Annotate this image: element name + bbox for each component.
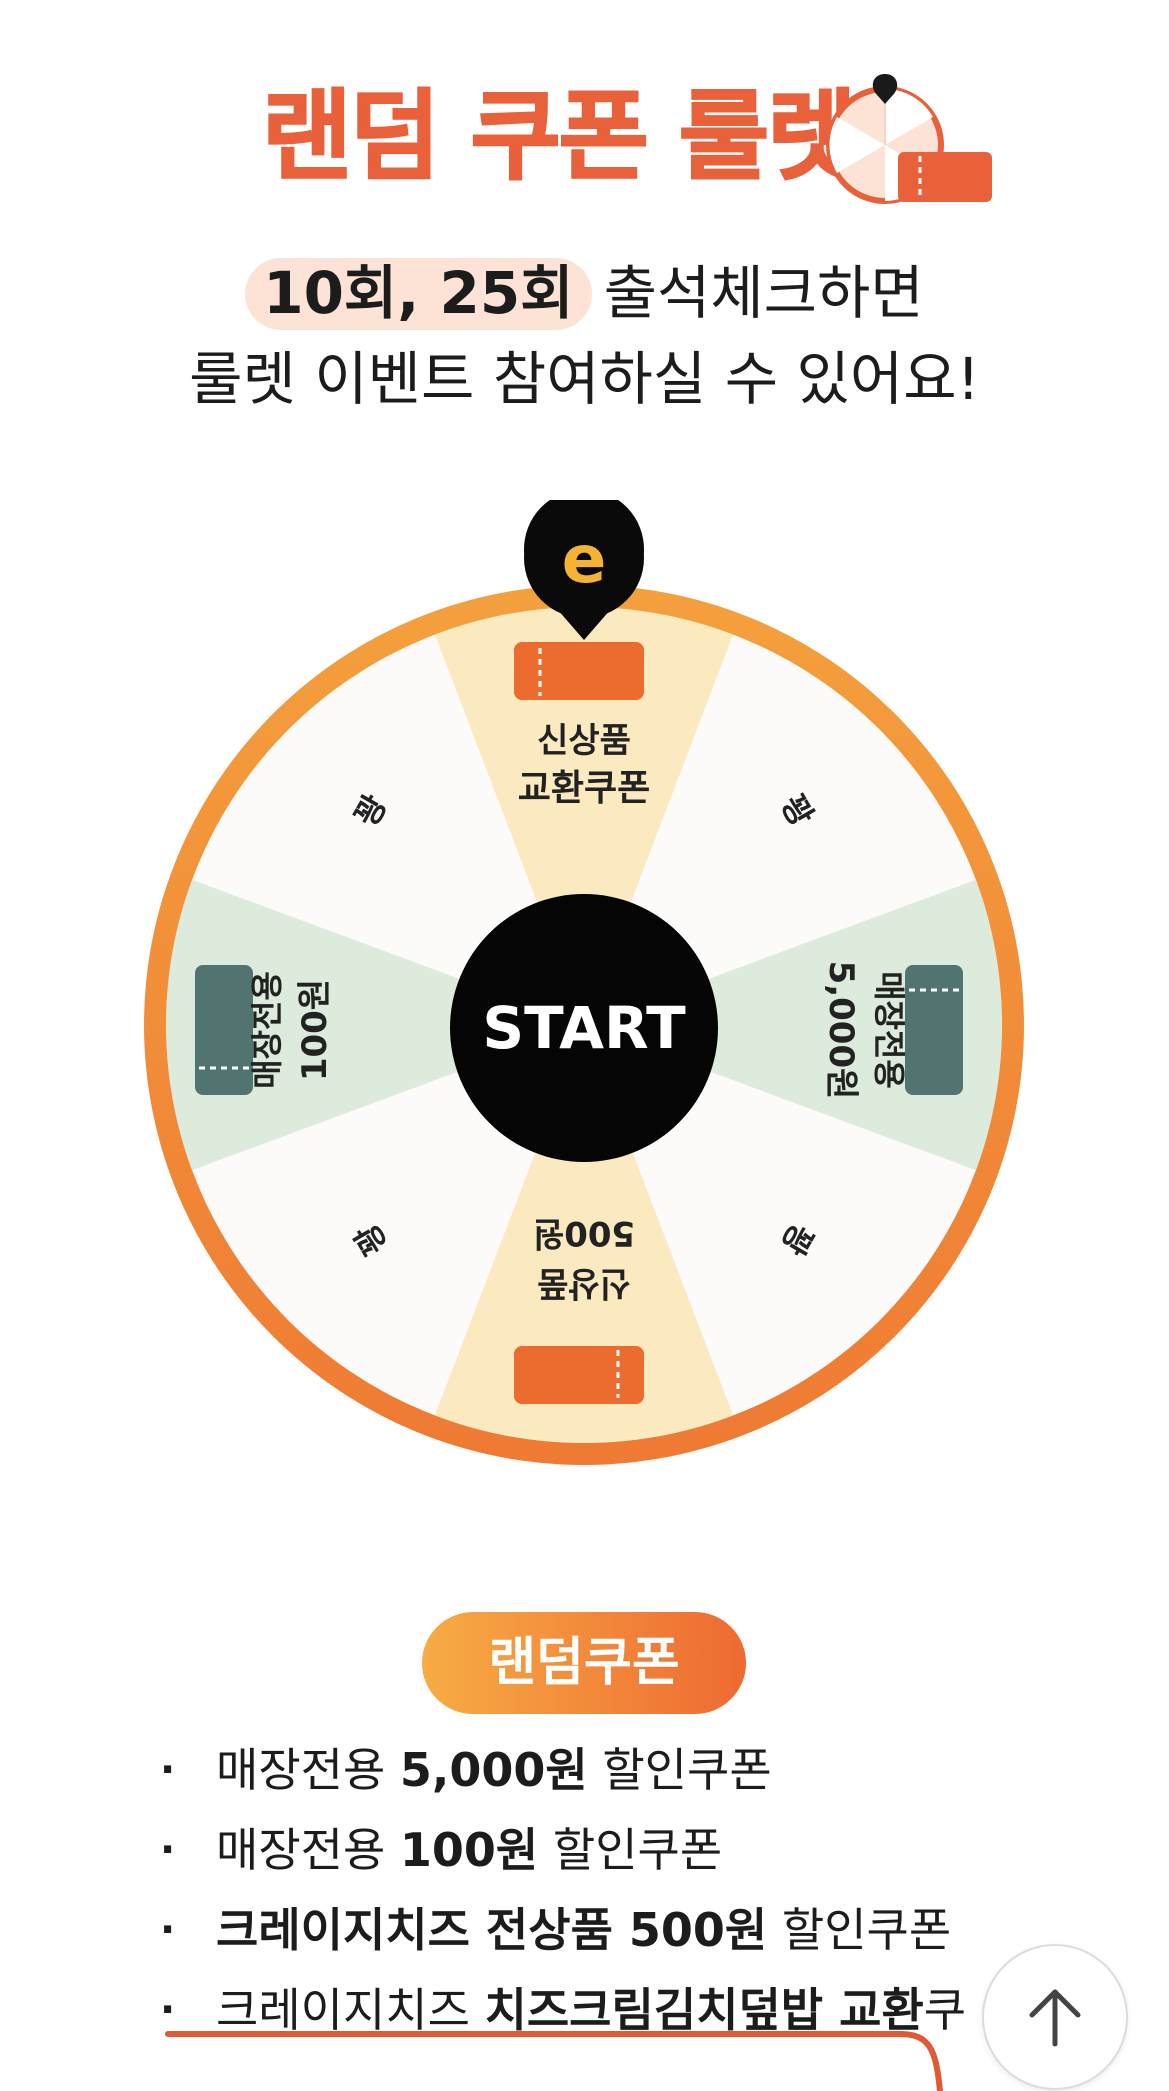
bullet: · (160, 1907, 176, 1953)
item-text: 할인쿠폰 (587, 1743, 772, 1797)
pin-letter: e (562, 521, 607, 598)
bullet: · (160, 1827, 176, 1873)
item-bold: 크레이지치즈 전상품 500원 (216, 1903, 768, 1957)
segment-left-line2: 100원 (295, 979, 335, 1081)
intro-line-2: 룰렛 이벤트 참여하실 수 있어요! (189, 345, 980, 413)
pin-pointer-icon: e (524, 489, 644, 640)
item-text: 크레이지치즈 (216, 1983, 485, 2037)
segment-bottom-line1: 신상품 (537, 1263, 631, 1303)
segment-right (584, 862, 1002, 1188)
segment-right-line1: 매장전용 (870, 971, 908, 1089)
coupon-icon-right (905, 965, 963, 1095)
item-text: 할인쿠폰 (538, 1823, 723, 1877)
decorative-underline (165, 2031, 943, 2091)
item-text: 쿠 (923, 1983, 967, 2037)
list-item: · 매장전용 5,000원 할인쿠폰 (160, 1730, 1060, 1810)
title-row: 랜덤 쿠폰 룰렛 (0, 70, 1169, 220)
item-text: 매장전용 (216, 1743, 400, 1797)
segment-bottom (416, 1025, 752, 1443)
random-coupon-badge: 랜덤쿠폰 (422, 1612, 746, 1714)
coupon-icon-top (514, 642, 644, 700)
item-bold: 치즈크림김치덮밥 교환 (484, 1983, 924, 2037)
list-item: · 크레이지치즈 치즈크림김치덮밥 교환쿠 (160, 1970, 1060, 2050)
list-item: · 크레이지치즈 전상품 500원 할인쿠폰 (160, 1890, 1060, 1970)
segment-top-line2: 교환쿠폰 (518, 768, 650, 809)
segment-right-line2: 5,000원 (821, 961, 861, 1100)
segment-left (166, 862, 584, 1188)
roulette-wheel: 신상품 교환쿠폰 신상품 500원 매장전용 100원 매장전용 5,000원 … (130, 489, 1040, 1490)
coupon-list: · 매장전용 5,000원 할인쿠폰 · 매장전용 100원 할인쿠폰 · 크레이지치… (160, 1730, 1060, 2050)
item-bold: 100원 (399, 1823, 539, 1877)
item-text: 할인쿠폰 (767, 1903, 952, 1957)
highlight-badge: 10회, 25회 (245, 258, 592, 330)
list-item: · 매장전용 100원 할인쿠폰 (160, 1810, 1060, 1890)
start-label: START (482, 994, 686, 1062)
coupon-icon-left (195, 965, 253, 1095)
segment-bottom-line2: 500원 (533, 1213, 635, 1253)
start-button[interactable]: START (450, 894, 718, 1162)
coupon-icon-bottom (514, 1346, 644, 1404)
arrow-up-icon (1029, 1989, 1081, 2047)
segment-top (416, 607, 752, 1025)
page-title: 랜덤 쿠폰 룰렛 (261, 80, 858, 194)
roulette-coupon-icon (826, 74, 992, 204)
roulette-svg: 신상품 교환쿠폰 신상품 500원 매장전용 100원 매장전용 5,000원 … (144, 489, 1024, 1465)
bullet: · (160, 1987, 176, 2033)
segment-top-line1: 신상품 (537, 721, 631, 761)
bullet: · (160, 1747, 176, 1793)
intro-line-1-rest: 출석체크하면 (603, 259, 924, 327)
scroll-top-button[interactable] (982, 1944, 1128, 2090)
item-bold: 5,000원 (399, 1743, 588, 1797)
item-text: 매장전용 (216, 1823, 400, 1877)
segment-left-line1: 매장전용 (248, 971, 286, 1089)
